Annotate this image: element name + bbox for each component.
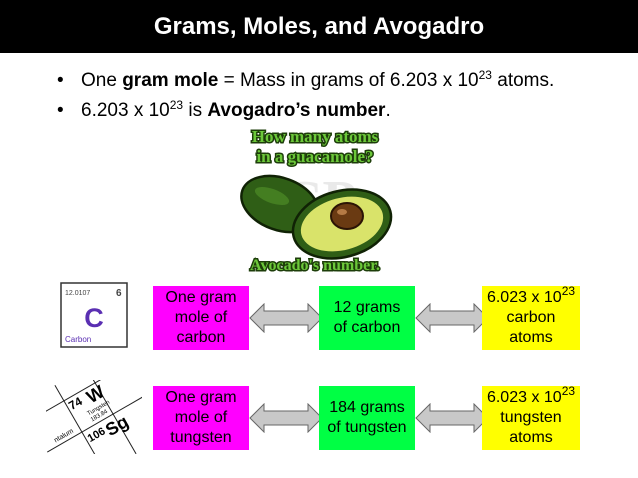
avocado-illustration: CP How many atoms in a guacamole? Avocad… [240,126,393,276]
halved-avocado [291,188,393,260]
bullet-text: One [81,70,123,91]
box-line: 12 grams [333,299,401,316]
box-text: 6.023 x 1023 carbon atoms [486,285,575,348]
double-arrow-icon [249,303,323,333]
box-line: 184 grams [329,399,405,416]
tungsten-atoms-box: 6.023 x 1023 tungsten atoms [482,385,580,450]
box-line: 6.023 x 1023 [486,385,575,408]
carbon-grams-box: 12 grams of carbon [319,286,415,350]
box-line: One gram [165,389,237,406]
box-text: One gram mole of tungsten [165,388,236,448]
bullet-bold-term: gram mole [122,70,219,91]
bullet-marker: • [57,100,64,121]
carbon-element-tile: 12.0107 6 C Carbon [60,282,128,348]
box-line: of tungsten [327,419,407,436]
bullet-bold-term: Avogadro’s number [207,100,386,121]
box-line: 6.023 x 1023 [486,285,575,308]
box-text: 12 grams of carbon [334,298,401,338]
carbon-mole-box: One gram mole of carbon [153,286,249,350]
double-arrow-icon [415,403,489,433]
atomic-number: 74 [66,394,85,413]
avocado-pit [330,202,364,230]
bullet-avogadro: • 6.203 x 1023 is Avogadro’s number. [57,96,627,126]
bullet-text: . [385,100,391,121]
box-text: 6.023 x 1023 tungsten atoms [486,385,575,448]
box-line: of carbon [333,319,401,336]
box-line: mole of [174,409,228,426]
double-arrow-icon [249,403,323,433]
double-arrow-icon [415,303,489,333]
box-line-text: 6.023 x 10 [486,389,562,406]
slide-title: Grams, Moles, and Avogadro [0,0,638,53]
slide-title-text: Grams, Moles, and Avogadro [153,12,485,40]
illustration-caption: Avocado's number. [250,257,380,274]
bullet-text: = Mass in grams of 6.203 x 10 [218,70,479,91]
box-line: tungsten [170,429,232,446]
exponent: 23 [478,68,492,82]
box-line: carbon [176,329,226,346]
bullet-text: 6.203 x 10 [81,100,170,121]
tungsten-table-image: 74 W Tungsten 183.84 106 Sg ntalum [46,380,142,454]
box-line: atoms [509,429,553,446]
box-line: mole of [174,309,228,326]
atomic-mass: 12.0107 [65,290,90,297]
box-line: tungsten [500,409,562,426]
box-line: carbon [506,309,556,326]
bullet-list: • One gram mole = Mass in grams of 6.203 … [57,66,627,126]
carbon-atoms-box: 6.023 x 1023 carbon atoms [482,285,580,350]
illustration-title-line-1: How many atoms [252,127,379,146]
exponent: 23 [561,384,576,398]
bullet-text: is [183,100,208,121]
exponent: 23 [169,98,184,112]
element-symbol: C [84,303,104,333]
bullet-gram-mole: • One gram mole = Mass in grams of 6.203 … [57,66,627,96]
box-text: 184 grams of tungsten [327,398,406,438]
element-name: Carbon [65,335,91,344]
box-text: One gram mole of carbon [165,288,236,348]
box-line: One gram [165,289,237,306]
bullet-text: atoms. [491,70,555,91]
illustration-title-line-2: in a guacamole? [256,147,373,166]
box-line: atoms [509,329,553,346]
tungsten-grams-box: 184 grams of tungsten [319,386,415,450]
atomic-number: 6 [116,288,122,299]
bullet-marker: • [57,70,64,91]
tungsten-mole-box: One gram mole of tungsten [153,386,249,450]
box-line-text: 6.023 x 10 [486,289,562,306]
exponent: 23 [561,284,576,298]
